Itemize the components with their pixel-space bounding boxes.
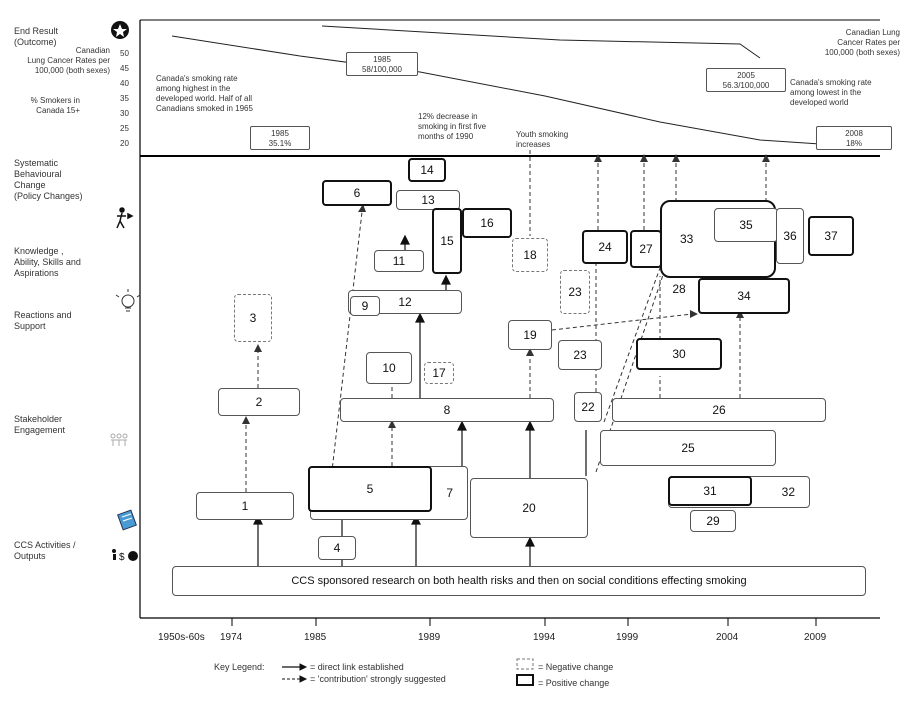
right-label-lung-cancer: Canadian Lung Cancer Rates per 100,000 (… bbox=[824, 28, 900, 57]
box-9: 9 bbox=[350, 296, 380, 316]
x-tick-1974: 1974 bbox=[220, 632, 243, 643]
box-35: 35 bbox=[714, 208, 778, 242]
clipboard-icon bbox=[117, 509, 137, 531]
policy-walker-icon bbox=[116, 207, 134, 229]
box-27: 27 bbox=[630, 230, 662, 268]
annotation-youth-smoking: Youth smoking increases bbox=[516, 130, 569, 149]
box-2: 2 bbox=[218, 388, 300, 416]
lung-cancer-line bbox=[171, 35, 881, 149]
box-16: 16 bbox=[462, 208, 512, 238]
box-17: 17 bbox=[424, 362, 454, 384]
ccs-research-bar: CCS sponsored research on both health ri… bbox=[172, 566, 866, 596]
x-tick-1999: 1999 bbox=[616, 632, 639, 643]
box-23-negative: 23 bbox=[560, 270, 590, 314]
y-tick: 25 bbox=[120, 124, 129, 133]
box-10: 10 bbox=[366, 352, 412, 384]
box-28: 28 bbox=[664, 278, 694, 300]
y-tick: 35 bbox=[120, 94, 129, 103]
x-tick-2009: 2009 bbox=[804, 632, 827, 643]
axis-label-lung-cancer: Canadian Lung Cancer Rates per 100,000 (… bbox=[27, 46, 110, 75]
svg-text:$: $ bbox=[119, 552, 125, 563]
legend-direct-link: = direct link established bbox=[310, 662, 404, 672]
box-14: 14 bbox=[408, 158, 446, 182]
level-ccs-activities: CCS Activities / Outputs bbox=[14, 540, 76, 561]
callout-1985-smoking: 1985 35.1% bbox=[250, 126, 310, 150]
box-1: 1 bbox=[196, 492, 294, 520]
box-30: 30 bbox=[636, 338, 722, 370]
people-icon bbox=[110, 433, 128, 446]
level-systematic-change: Systematic Behavioural Change (Policy Ch… bbox=[14, 158, 83, 201]
box-31: 31 bbox=[668, 476, 752, 506]
annotation-highest-rate: Canada's smoking rate among highest in t… bbox=[156, 74, 253, 113]
box-19: 19 bbox=[508, 320, 552, 350]
box-4: 4 bbox=[318, 536, 356, 560]
level-reactions: Reactions and Support bbox=[14, 310, 72, 331]
level-knowledge: Knowledge , Ability, Skills and Aspirati… bbox=[14, 246, 81, 278]
box-11: 11 bbox=[374, 250, 424, 272]
outcome-star-icon bbox=[111, 21, 129, 39]
ccs-activity-icons: $ bbox=[112, 549, 138, 563]
box-3: 3 bbox=[234, 294, 272, 342]
annotation-12pct-decrease: 12% decrease in smoking in first five mo… bbox=[418, 112, 487, 141]
lightbulb-icon bbox=[115, 289, 141, 312]
box-8: 8 bbox=[340, 398, 554, 422]
box-25: 25 bbox=[600, 430, 776, 466]
box-34: 34 bbox=[698, 278, 790, 314]
box-13: 13 bbox=[396, 190, 460, 210]
box-18: 18 bbox=[512, 238, 548, 272]
box-20: 20 bbox=[470, 478, 588, 538]
box-15: 15 bbox=[432, 208, 462, 274]
callout-2008-smoking: 2008 18% bbox=[816, 126, 892, 150]
x-tick-1989: 1989 bbox=[418, 632, 441, 643]
box-26: 26 bbox=[612, 398, 826, 422]
legend-contribution: = 'contribution' strongly suggested bbox=[310, 674, 446, 684]
smoking-rate-line bbox=[321, 25, 761, 59]
legend-title: Key Legend: bbox=[214, 662, 265, 672]
box-37: 37 bbox=[808, 216, 854, 256]
y-tick: 40 bbox=[120, 79, 129, 88]
x-tick-2004: 2004 bbox=[716, 632, 739, 643]
y-tick: 30 bbox=[120, 109, 129, 118]
box-22: 22 bbox=[574, 392, 602, 422]
y-tick: 45 bbox=[120, 64, 129, 73]
box-29: 29 bbox=[690, 510, 736, 532]
level-end-result: End Result (Outcome) bbox=[14, 26, 59, 47]
legend-positive-change: = Positive change bbox=[538, 678, 610, 688]
callout-1985-lung-cancer: 1985 58/100,000 bbox=[346, 52, 418, 76]
box-23: 23 bbox=[558, 340, 602, 370]
legend-negative-change: = Negative change bbox=[538, 662, 614, 672]
axis-label-smokers: % Smokers in Canada 15+ bbox=[30, 96, 80, 115]
y-tick: 50 bbox=[120, 49, 129, 58]
box-36: 36 bbox=[776, 208, 804, 264]
callout-2005-lung-cancer: 2005 56.3/100,000 bbox=[706, 68, 786, 92]
x-tick-1950s: 1950s-60s bbox=[158, 632, 205, 643]
x-tick-1994: 1994 bbox=[533, 632, 556, 643]
x-tick-1985: 1985 bbox=[304, 632, 327, 643]
box-6: 6 bbox=[322, 180, 392, 206]
level-stakeholder: Stakeholder Engagement bbox=[14, 414, 66, 435]
right-label-smoking-lowest: Canada's smoking rate among lowest in th… bbox=[790, 78, 872, 107]
box-5: 5 bbox=[308, 466, 432, 512]
box-24: 24 bbox=[582, 230, 628, 264]
y-tick: 20 bbox=[120, 139, 129, 148]
